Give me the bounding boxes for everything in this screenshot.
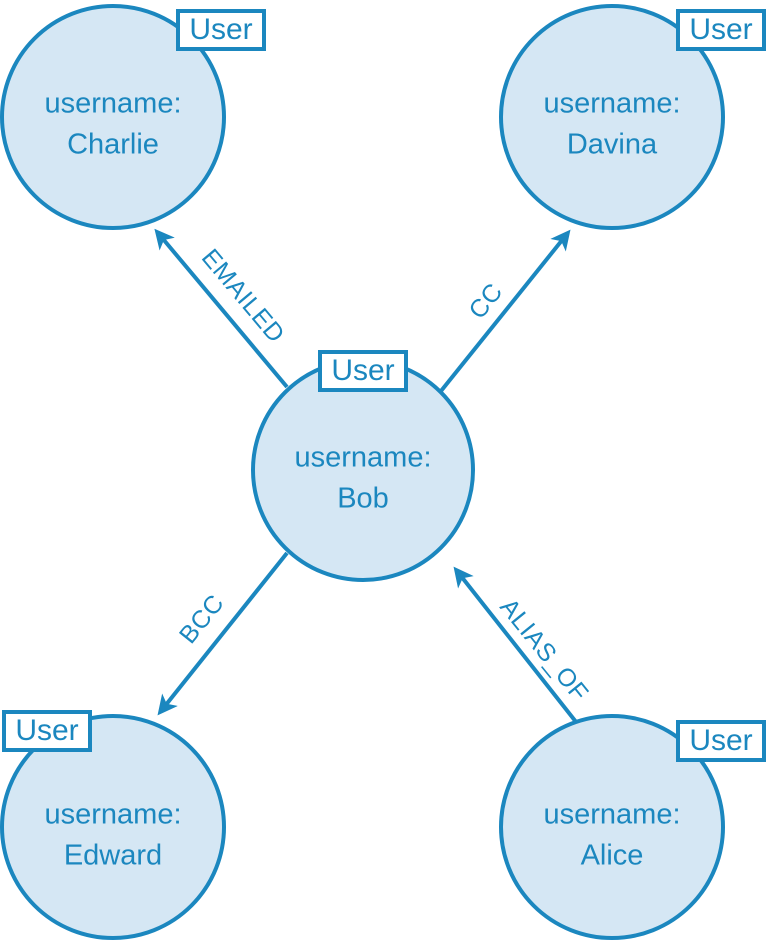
node-bob-property-value: Bob: [337, 483, 389, 515]
node-charlie-label-badge-text: User: [189, 13, 252, 46]
node-bob-label-badge-box: [318, 350, 408, 392]
node-alice-property-value: Alice: [581, 840, 644, 872]
node-davina-property-key: username:: [543, 88, 680, 120]
node-alice-property-key: username:: [543, 799, 680, 831]
node-charlie-property-key: username:: [44, 88, 181, 120]
node-davina-label-badge-text: User: [689, 13, 752, 46]
node-bob-property-key: username:: [294, 442, 431, 474]
node-edward-label-badge[interactable]: User: [2, 710, 92, 752]
node-edward-label-badge-text: User: [15, 714, 78, 747]
node-davina-label-badge-box: [676, 9, 766, 51]
node-davina-circle: [499, 4, 725, 230]
nodes-layer: username: Charlie username: Davina usern…: [0, 4, 725, 940]
node-charlie-label-badge[interactable]: User: [176, 9, 266, 51]
relationship-cc[interactable]: CC: [439, 229, 571, 393]
node-davina[interactable]: username: Davina: [499, 4, 725, 230]
node-alice-label-badge-box: [676, 720, 766, 762]
relationship-cc-line: [439, 229, 571, 393]
node-charlie-circle: [0, 4, 226, 230]
relationship-emailed-line: [154, 228, 289, 389]
relationship-bcc[interactable]: BCC: [157, 551, 289, 716]
relationship-bcc-label: BCC: [174, 589, 230, 649]
node-alice-label-badge[interactable]: User: [676, 720, 766, 762]
relationship-emailed[interactable]: EMAILED: [154, 228, 290, 389]
node-alice[interactable]: username: Alice: [499, 714, 725, 940]
node-edward-label-badge-box: [2, 710, 92, 752]
node-bob-label-badge[interactable]: User: [318, 350, 408, 392]
node-edward-property-value: Edward: [64, 840, 162, 872]
node-davina-label-badge[interactable]: User: [676, 9, 766, 51]
relationship-alias-of[interactable]: ALIAS_OF: [453, 566, 594, 729]
node-edward-property-key: username:: [44, 799, 181, 831]
node-charlie[interactable]: username: Charlie: [0, 4, 226, 230]
node-label-badges-layer: User User User User User: [2, 9, 766, 762]
node-edward[interactable]: username: Edward: [0, 714, 226, 940]
node-bob-label-badge-text: User: [331, 354, 394, 387]
node-charlie-property-value: Charlie: [67, 129, 159, 161]
node-charlie-label-badge-box: [176, 9, 266, 51]
node-alice-circle: [499, 714, 725, 940]
relationship-bcc-line: [157, 551, 289, 716]
node-edward-circle: [0, 714, 226, 940]
relationship-alias-of-line: [453, 566, 582, 729]
node-alice-label-badge-text: User: [689, 724, 752, 757]
node-davina-property-value: Davina: [567, 129, 658, 161]
node-bob[interactable]: username: Bob: [251, 358, 475, 582]
relationship-alias-of-label: ALIAS_OF: [494, 593, 593, 707]
